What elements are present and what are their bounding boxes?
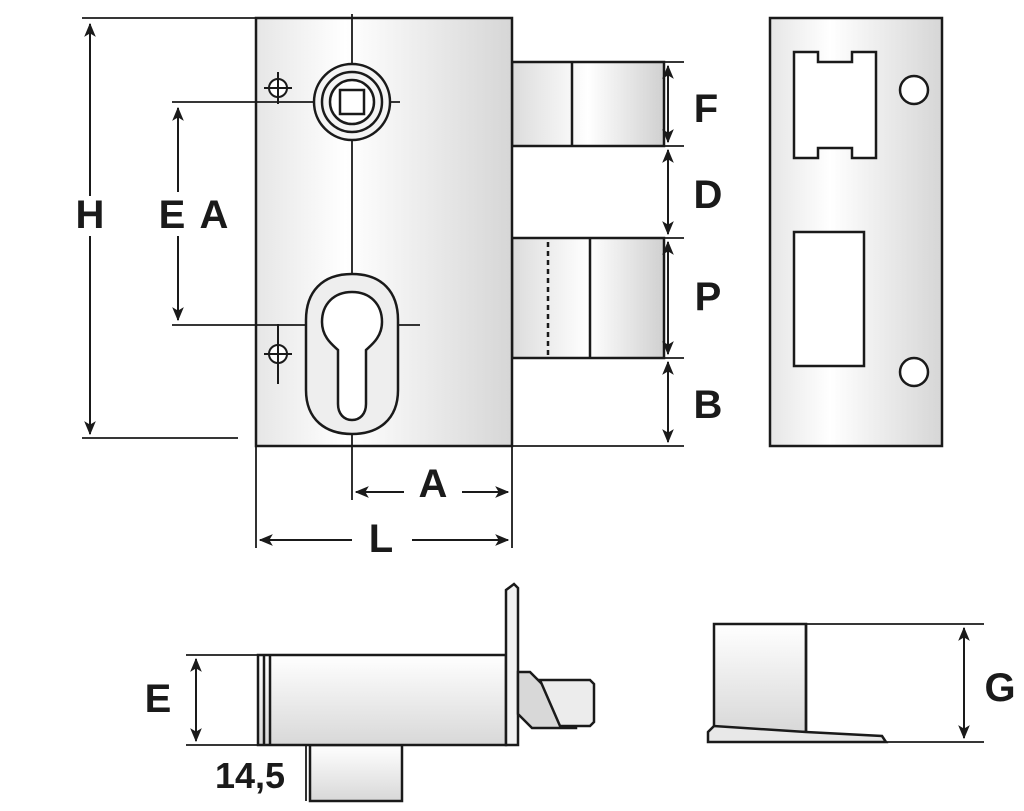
label-p: P [695,275,722,319]
label-14-5: 14,5 [215,755,285,796]
label-g: G [984,666,1015,710]
lock-side-view [186,582,596,803]
lock-front-view [82,14,684,548]
strike-slot-upper [792,50,878,160]
label-a-front: A [200,193,229,237]
strike-screw-hole-bottom [898,356,930,388]
fixing-hole-bottom [264,324,292,384]
label-f: F [694,87,718,131]
strike-screw-hole-top [898,74,930,106]
strike-side-view [706,622,984,744]
dimension-arrows [84,22,970,743]
bolt-upper [510,60,666,148]
label-d: D [694,173,723,217]
strike-plate [768,16,944,448]
label-e-side: E [145,677,172,721]
label-l: L [369,517,393,561]
cylinder-hole-inner [320,290,384,422]
strike-slot-lower [792,230,866,368]
bolt-lower [510,236,666,360]
label-a-backset: A [419,462,448,506]
label-b: B [694,383,723,427]
dimension-labels: H E A F D P B A L E 14,5 G [76,87,1016,796]
fixing-hole-top [264,72,292,104]
label-h: H [76,193,105,237]
label-e-front: E [159,193,186,237]
